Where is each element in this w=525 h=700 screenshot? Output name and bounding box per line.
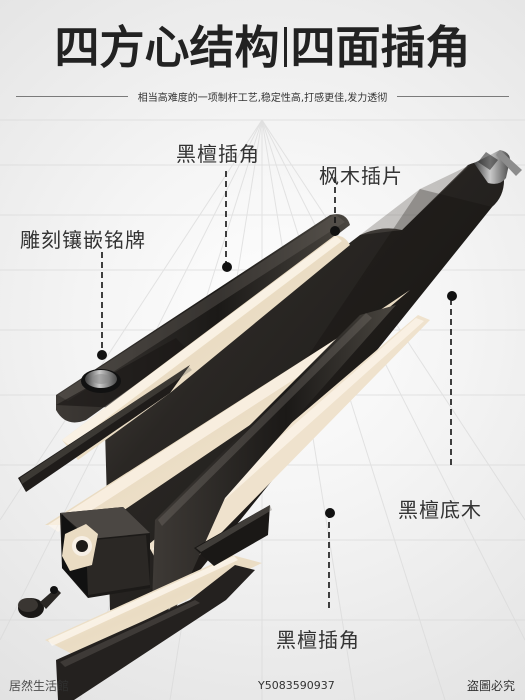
engraved-plate bbox=[81, 369, 121, 393]
bottom-maple-insert bbox=[45, 555, 262, 655]
subtitle-left-line bbox=[16, 95, 128, 97]
subtitle: 相当高难度的一项制杆工艺,稳定性高,打感更佳,发力透彻 bbox=[137, 92, 388, 104]
title-left: 四方心结构 bbox=[54, 21, 280, 74]
watermark-left: 居然生活館 bbox=[9, 679, 70, 693]
subtitle-right-line bbox=[397, 95, 510, 97]
watermark-id: Y5083590937 bbox=[258, 679, 335, 692]
callout-maple-insert: 枫木插片 bbox=[319, 164, 403, 188]
callout-dot-engraved-plate bbox=[97, 350, 107, 360]
callout-top-insert: 黑檀插角 bbox=[176, 142, 260, 166]
left-ebony-insert bbox=[18, 365, 192, 492]
square-core bbox=[60, 507, 150, 598]
right-lower-wedge bbox=[194, 505, 272, 566]
page-title: 四方心结构四面插角 bbox=[0, 24, 525, 72]
title-right: 四面插角 bbox=[290, 21, 471, 74]
lower-ebony-insert bbox=[152, 305, 396, 610]
loose-screw bbox=[18, 586, 61, 618]
joint-pin bbox=[474, 150, 522, 184]
callout-engraved-plate: 雕刻镶嵌铭牌 bbox=[20, 228, 146, 252]
callout-bottom-insert: 黑檀插角 bbox=[276, 628, 360, 652]
callout-dot-maple-insert bbox=[330, 226, 340, 236]
callout-dot-bottom-insert bbox=[325, 508, 335, 518]
watermark-right: 盗圖必究 bbox=[466, 679, 515, 693]
callout-dot-top-insert bbox=[222, 262, 232, 272]
subtitle-row: 相当高难度的一项制杆工艺,稳定性高,打感更佳,发力透彻 bbox=[16, 87, 510, 105]
callout-lines bbox=[101, 171, 452, 610]
bottom-ebony-insert bbox=[56, 565, 255, 700]
title-separator bbox=[283, 27, 287, 67]
callout-dot-ebony-base bbox=[447, 291, 457, 301]
callout-ebony-base: 黑檀底木 bbox=[398, 498, 482, 522]
